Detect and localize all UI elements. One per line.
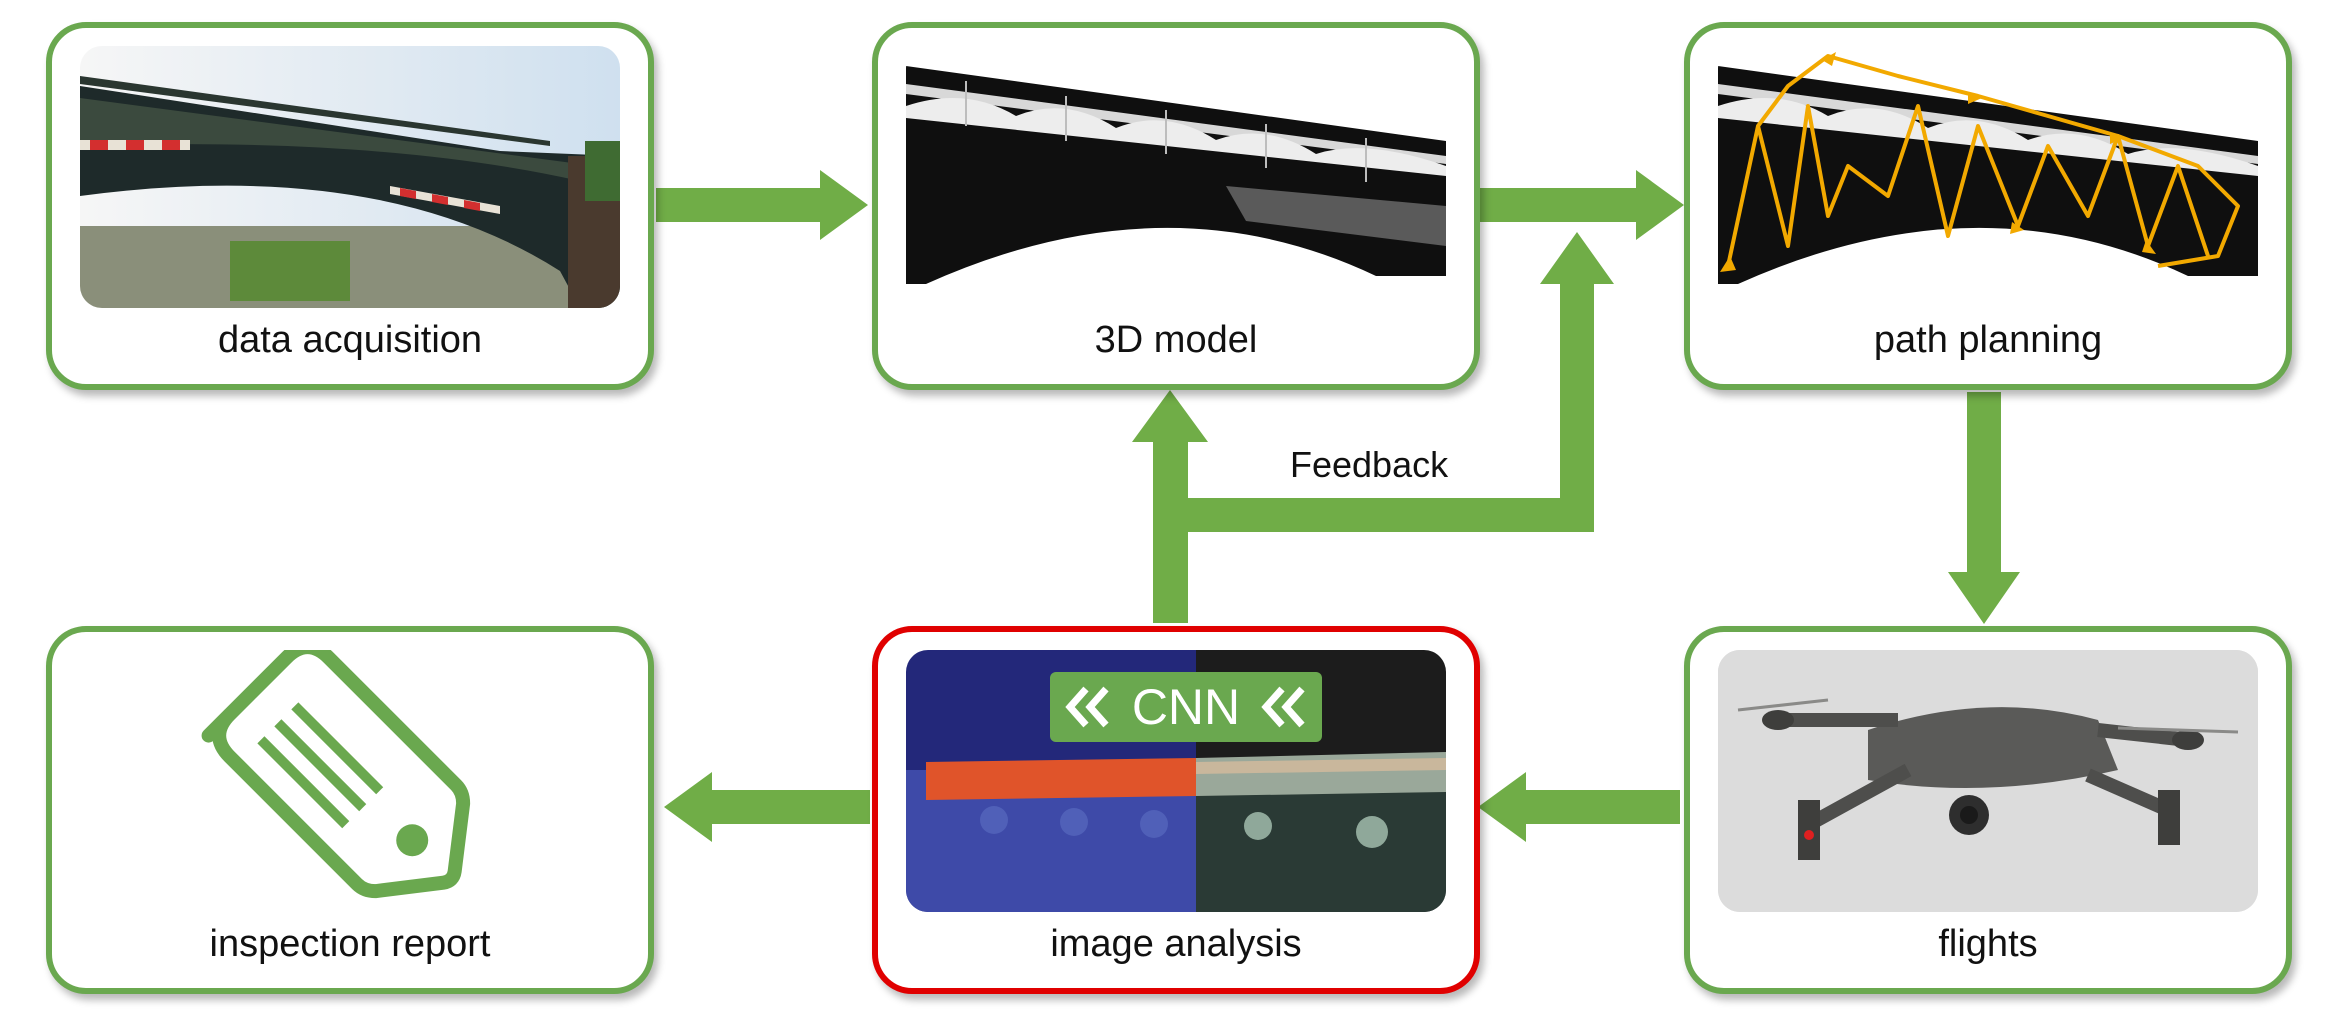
step-data-acquisition: data acquisition — [46, 22, 654, 390]
arrow-analysis-to-report — [664, 772, 870, 842]
step-label: flights — [1938, 923, 2038, 965]
cnn-badge: CNN — [1050, 672, 1322, 742]
arrow-feedback-to-planning — [1540, 232, 1614, 532]
arrow-feedback-to-model — [1132, 390, 1208, 623]
step-label: data acquisition — [217, 319, 483, 361]
step-label: path planning — [1873, 319, 2103, 361]
feedback-label: Feedback — [1290, 444, 1449, 485]
arrow-flights-to-analysis — [1478, 772, 1680, 842]
step-image-analysis: CNN image analysis — [872, 626, 1480, 994]
step-flights: flights — [1684, 626, 2292, 994]
flight-path-overlay — [1718, 46, 2258, 308]
cnn-badge-text: CNN — [1131, 679, 1241, 735]
arrow-acquisition-to-model — [656, 170, 868, 240]
step-label: inspection report — [209, 923, 491, 965]
step-path-planning: path planning — [1684, 22, 2292, 390]
step-inspection-report: inspection report — [46, 626, 654, 994]
bridge-photo — [80, 46, 620, 308]
feedback-connector — [1188, 498, 1594, 532]
double-chevron-left-icon — [1065, 686, 1109, 728]
tag-icon — [80, 650, 620, 912]
arrow-planning-to-flights — [1948, 392, 2020, 624]
step-label: 3D model — [1094, 319, 1258, 361]
step-label: image analysis — [1050, 923, 1302, 965]
arrow-model-to-planning — [1480, 170, 1684, 240]
double-chevron-left-icon — [1261, 686, 1305, 728]
point-cloud-model — [906, 46, 1446, 308]
step-3d-model: 3D model — [872, 22, 1480, 390]
drone-photo — [1718, 650, 2258, 912]
